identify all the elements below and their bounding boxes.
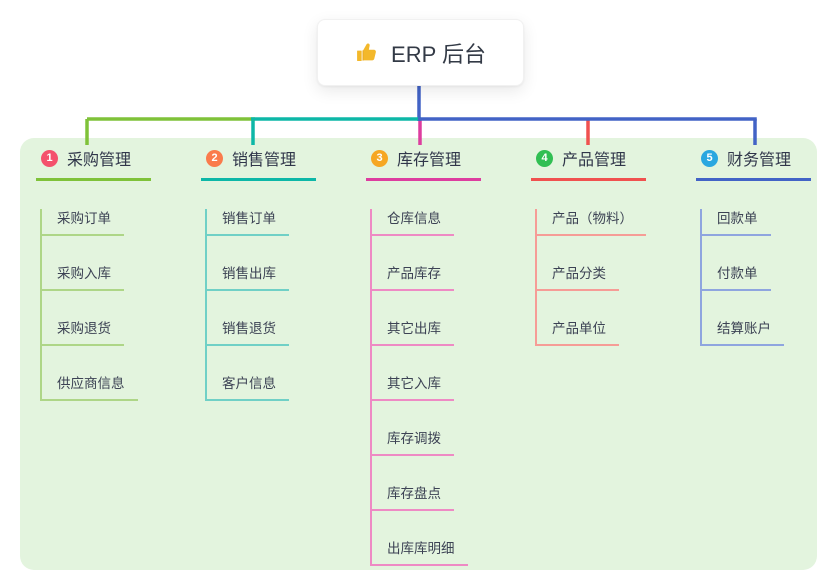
- branch-label: 销售管理: [232, 152, 297, 169]
- branch-2: 2 销售管理销售订单销售出库销售退货客户信息: [201, 146, 317, 401]
- child-node[interactable]: 产品分类: [537, 264, 619, 291]
- child-node[interactable]: 采购入库: [42, 264, 124, 291]
- branch-header-2[interactable]: 2 销售管理: [201, 146, 317, 181]
- child-node[interactable]: 销售订单: [207, 209, 289, 236]
- branch-label: 财务管理: [727, 152, 792, 169]
- branch-header-5[interactable]: 5 财务管理: [696, 146, 812, 181]
- branch-children: 产品（物料） 产品分类产品单位: [535, 209, 646, 346]
- branch-index-badge: 2: [206, 149, 223, 167]
- child-node[interactable]: 采购订单: [42, 209, 124, 236]
- branch-header-1[interactable]: 1 采购管理: [36, 146, 152, 181]
- root-label: ERP 后台: [391, 41, 486, 67]
- branch-index-badge: 3: [371, 149, 388, 167]
- branch-header-3[interactable]: 3 库存管理: [366, 146, 482, 181]
- branch-label: 库存管理: [397, 152, 462, 169]
- child-node[interactable]: 客户信息: [207, 374, 289, 401]
- branch-5: 5 财务管理回款单付款单结算账户: [696, 146, 812, 346]
- child-node[interactable]: 库存调拨: [372, 429, 454, 456]
- child-node[interactable]: 仓库信息: [372, 209, 454, 236]
- branch-children: 采购订单采购入库采购退货供应商信息: [40, 209, 138, 401]
- branch-index-badge: 5: [701, 149, 718, 167]
- branch-label: 采购管理: [67, 152, 132, 169]
- branch-1: 1 采购管理采购订单采购入库采购退货供应商信息: [36, 146, 152, 401]
- child-node[interactable]: 销售退货: [207, 319, 289, 346]
- branch-children: 回款单付款单结算账户: [700, 209, 784, 346]
- root-node[interactable]: ERP 后台: [317, 19, 524, 86]
- child-node[interactable]: 库存盘点: [372, 484, 454, 511]
- branch-3: 3 库存管理仓库信息产品库存其它出库其它入库库存调拨库存盘点出库库明细: [366, 146, 482, 566]
- branch-children: 仓库信息产品库存其它出库其它入库库存调拨库存盘点出库库明细: [370, 209, 468, 566]
- child-node[interactable]: 产品单位: [537, 319, 619, 346]
- child-node[interactable]: 销售出库: [207, 264, 289, 291]
- branch-label: 产品管理: [562, 152, 627, 169]
- branch-index-badge: 1: [41, 149, 58, 167]
- child-node[interactable]: 回款单: [702, 209, 771, 236]
- child-node[interactable]: 产品（物料）: [537, 209, 646, 236]
- branches-panel: [20, 138, 817, 570]
- child-node[interactable]: 出库库明细: [372, 539, 468, 566]
- child-node[interactable]: 其它出库: [372, 319, 454, 346]
- branch-4: 4 产品管理产品（物料） 产品分类产品单位: [531, 146, 647, 346]
- child-node[interactable]: 产品库存: [372, 264, 454, 291]
- child-node[interactable]: 采购退货: [42, 319, 124, 346]
- branch-index-badge: 4: [536, 149, 553, 167]
- child-node[interactable]: 其它入库: [372, 374, 454, 401]
- child-node[interactable]: 供应商信息: [42, 374, 138, 401]
- child-node[interactable]: 结算账户: [702, 319, 784, 346]
- branch-children: 销售订单销售出库销售退货客户信息: [205, 209, 289, 401]
- branch-header-4[interactable]: 4 产品管理: [531, 146, 647, 181]
- thumbs-up-icon: [355, 40, 380, 65]
- child-node[interactable]: 付款单: [702, 264, 771, 291]
